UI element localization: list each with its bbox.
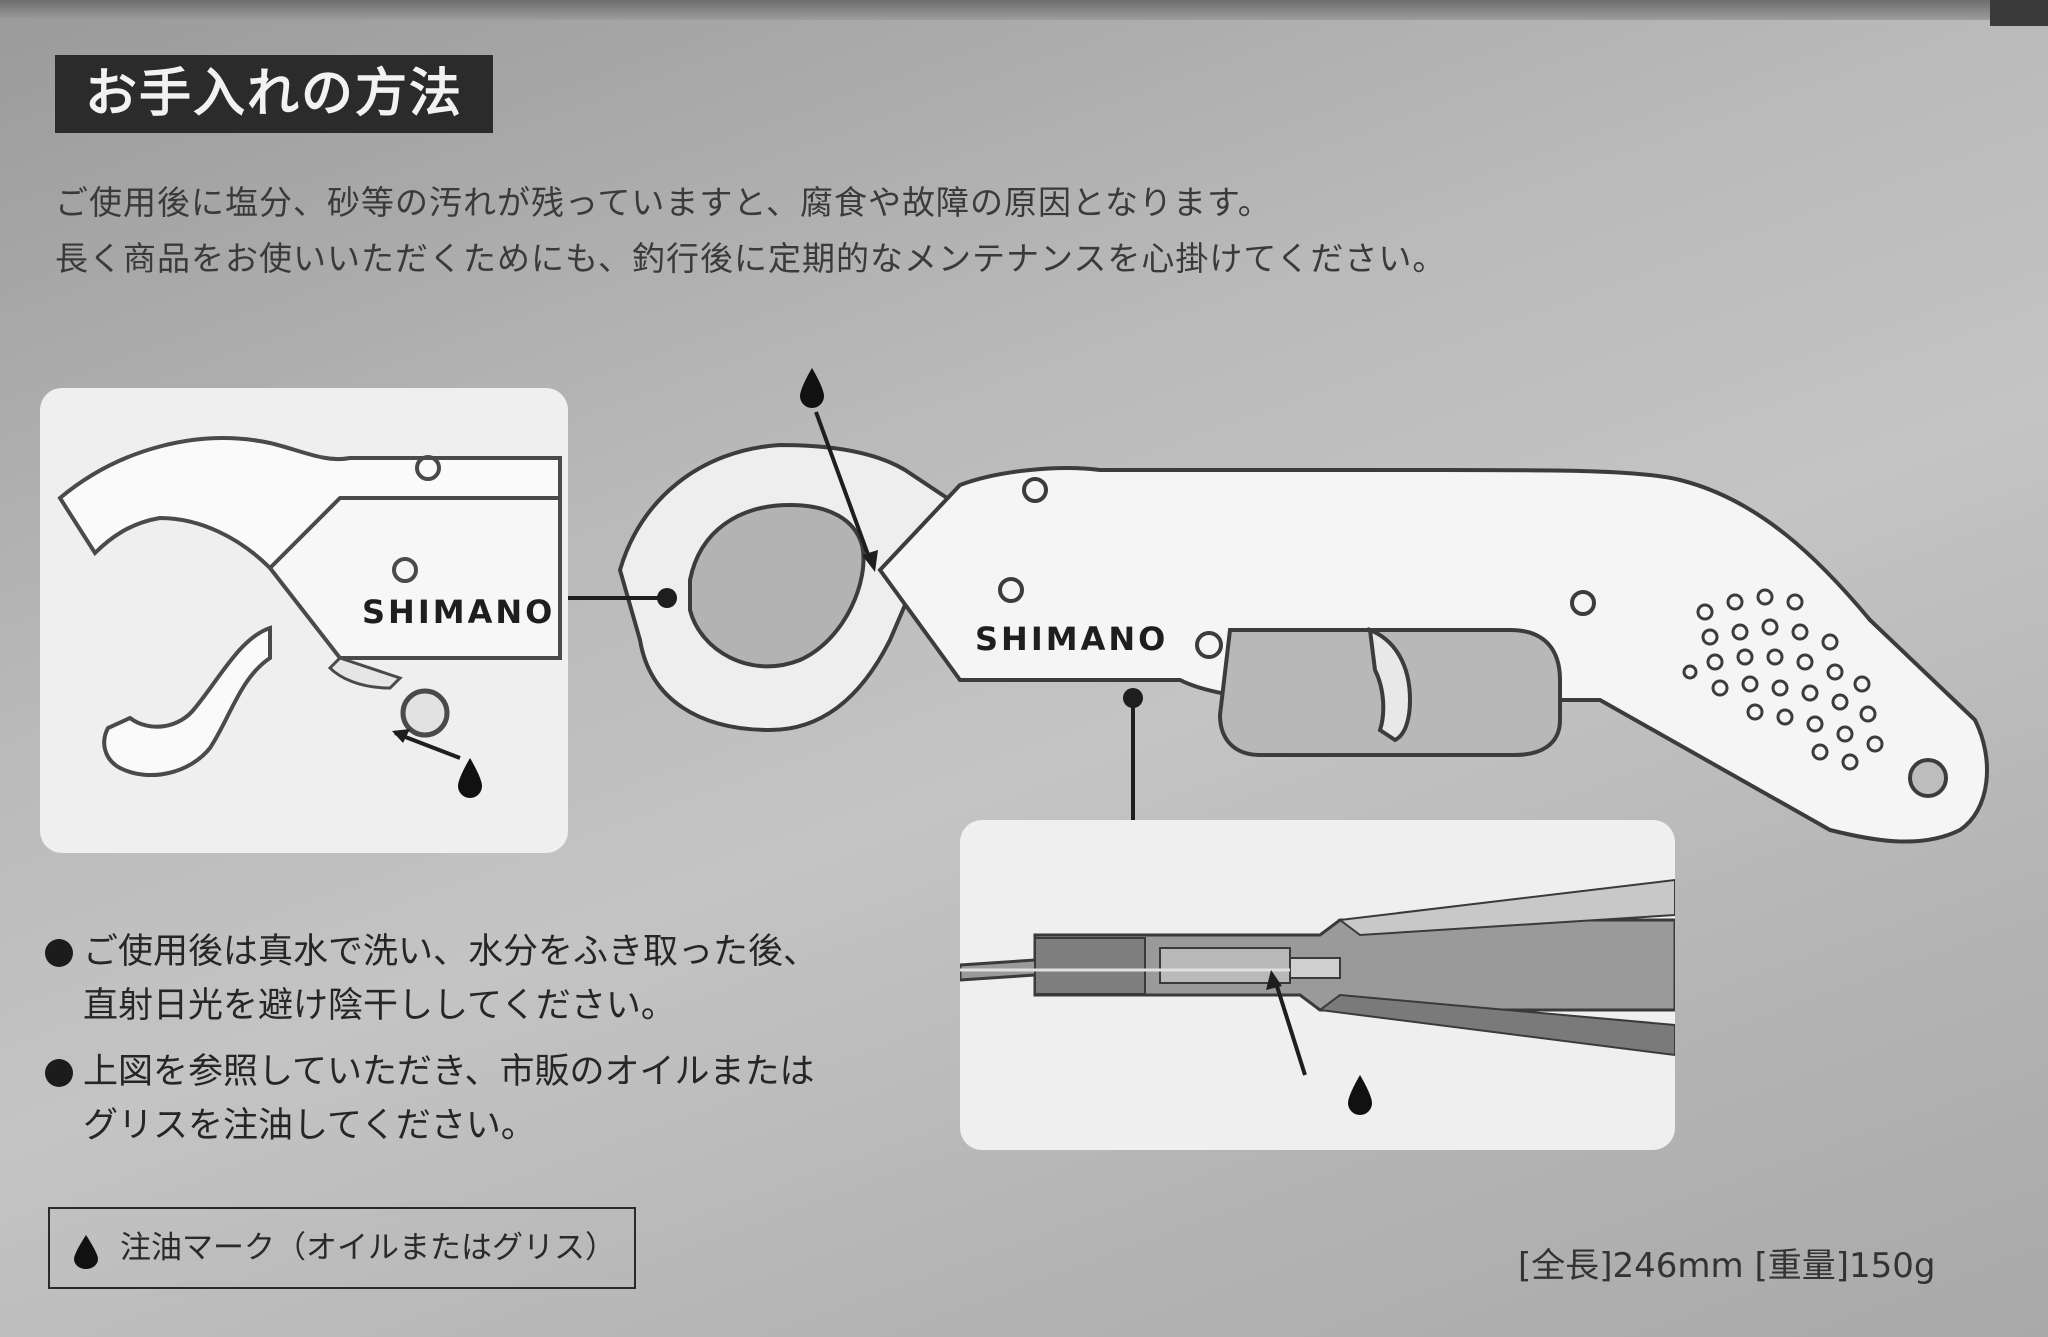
screw-icon	[392, 557, 418, 583]
instruction-line: 上図を参照していただき、市販のオイルまたは	[83, 1052, 815, 1092]
legend-label: 注油マーク（オイルまたはグリス）	[120, 1230, 616, 1266]
oil-drop-icon	[800, 368, 824, 408]
screw-icon	[415, 455, 441, 481]
instruction-line: ご使用後は真水で洗い、水分をふき取った後、	[83, 932, 819, 972]
oil-drop-icon	[458, 758, 482, 798]
legend-box: 注油マーク（オイルまたはグリス）	[48, 1207, 636, 1289]
brand-logo: SHIMANO	[362, 593, 555, 631]
pivot-icon	[400, 688, 450, 738]
instruction-line: グリスを注油してください。	[83, 1106, 536, 1146]
brand-logo: SHIMANO	[975, 620, 1168, 658]
oil-drop-icon	[1348, 1075, 1372, 1115]
section-title: お手入れの方法	[55, 55, 494, 133]
oil-drop-icon	[74, 1235, 98, 1269]
instruction-list: ご使用後は真水で洗い、水分をふき取った後、 直射日光を避け陰干ししてください。 …	[45, 925, 818, 1165]
instruction-item: 上図を参照していただき、市販のオイルまたは グリスを注油してください。	[45, 1045, 818, 1153]
bullet-icon	[45, 1059, 73, 1087]
intro-text: ご使用後に塩分、砂等の汚れが残っていますと、腐食や故障の原因となります。 長く商…	[55, 175, 1446, 287]
box-corner	[1990, 0, 2048, 26]
instruction-item: ご使用後は真水で洗い、水分をふき取った後、 直射日光を避け陰干ししてください。	[45, 925, 818, 1033]
mechanism-illustration	[960, 878, 1675, 1115]
box-top-edge	[0, 0, 2048, 20]
jaw-detail-illustration: SHIMANO	[57, 436, 562, 798]
intro-line-2: 長く商品をお使いいただくためにも、釣行後に定期的なメンテナンスを心掛けてください…	[55, 239, 1447, 278]
mechanism-detail-panel	[960, 820, 1675, 1150]
product-specs: [全長]246mm [重量]150g	[1518, 1246, 1936, 1286]
intro-line-1: ご使用後に塩分、砂等の汚れが残っていますと、腐食や故障の原因となります。	[55, 183, 1272, 222]
instruction-line: 直射日光を避け陰干ししてください。	[83, 986, 676, 1026]
bullet-icon	[45, 939, 73, 967]
jaw-detail-panel: SHIMANO	[40, 388, 568, 853]
